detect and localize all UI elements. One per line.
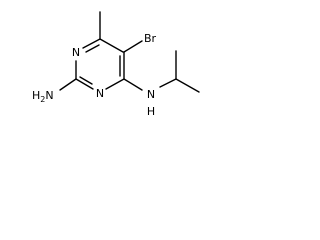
bond-c4-nh: [123, 78, 143, 91]
bond-n3-c2: [75, 78, 94, 90]
ring-bonds: [75, 38, 125, 90]
bond-n1-c6-inner: [85, 44, 100, 53]
atom-n3-label: N: [96, 87, 104, 100]
bond-nh-ch: [159, 78, 177, 88]
bond-n1-c6: [82, 38, 101, 49]
nh-nitrogen-label: N: [147, 88, 155, 101]
bromine-label: Br: [144, 32, 157, 45]
atom-n1-label: N: [72, 46, 80, 59]
molecule-structure: N N Br H2N N H: [32, 11, 200, 118]
bond-c4-n3: [105, 78, 125, 90]
bond-bromine: [123, 40, 143, 53]
bond-n3-c2-inner: [79, 76, 93, 85]
substituent-bonds: [59, 11, 200, 93]
bond-c6-c5: [99, 38, 124, 53]
bond-ch-me1: [175, 78, 200, 93]
amine-label: H2N: [32, 89, 54, 104]
nh-hydrogen-label: H: [147, 105, 155, 118]
bond-c2-amine: [59, 78, 77, 91]
